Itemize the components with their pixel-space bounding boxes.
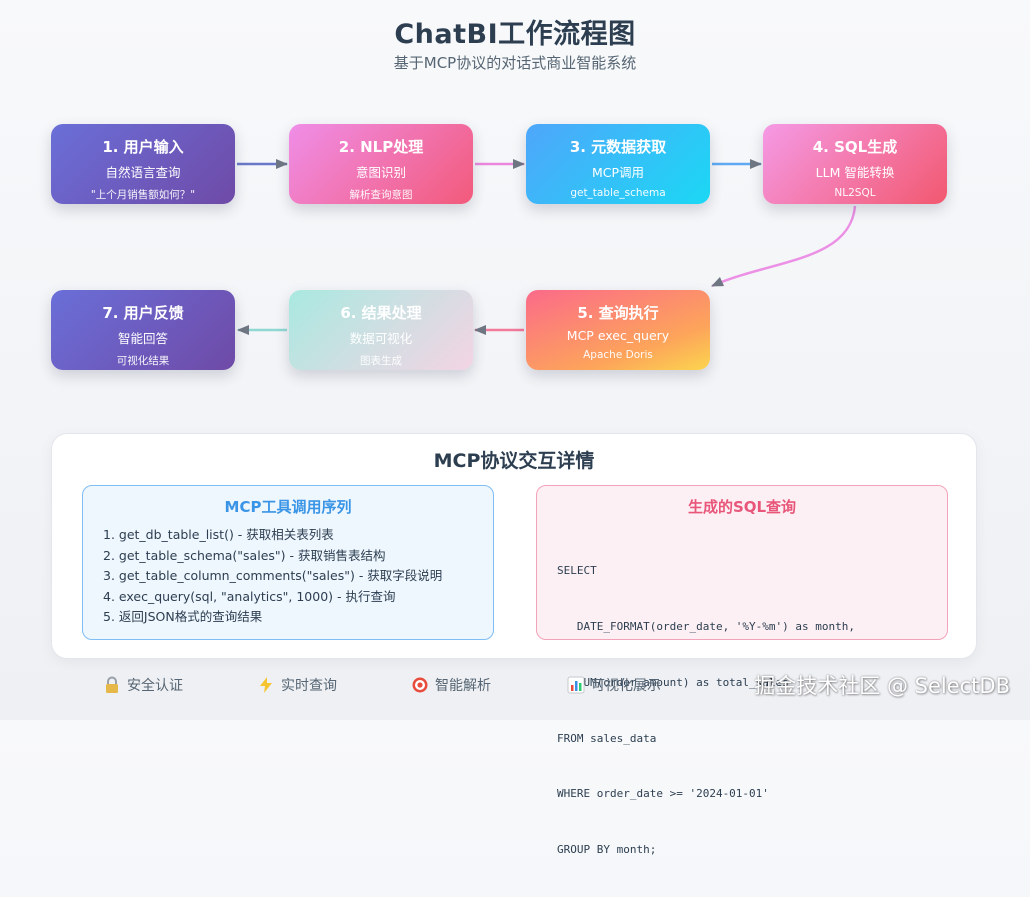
node-subtitle: 意图识别 (355, 165, 406, 180)
feature-label: 安全认证 (127, 678, 183, 694)
node-subtitle: LLM 智能转换 (815, 165, 895, 180)
node-note: NL2SQL (834, 187, 876, 199)
node-title: 5. 查询执行 (577, 304, 659, 322)
node-title: 6. 结果处理 (340, 304, 422, 322)
feature-parsing: 智能解析 (411, 675, 491, 695)
tool-step-list: 1. get_db_table_list() - 获取相关表列表 2. get_… (103, 525, 493, 628)
feature-label: 智能解析 (435, 678, 491, 694)
bar-chart-icon (567, 676, 585, 694)
sql-line: WHERE order_date >= '2024-01-01' (557, 787, 769, 801)
node-title: 7. 用户反馈 (102, 304, 184, 322)
flow-connectors (237, 159, 857, 335)
feature-label: 实时查询 (281, 678, 337, 694)
sql-query-box: 生成的SQL查询 SELECT DATE_FORMAT(order_date, … (536, 485, 948, 856)
node-title: 1. 用户输入 (102, 138, 184, 156)
feature-label: 可视化展示 (591, 678, 661, 694)
lock-icon (106, 676, 118, 693)
tool-step: 4. exec_query(sql, "analytics", 1000) - … (103, 588, 396, 604)
tool-step: 2. get_table_schema("sales") - 获取销售表结构 (103, 547, 386, 563)
panel-title: MCP协议交互详情 (433, 450, 595, 472)
node-title: 3. 元数据获取 (569, 138, 667, 156)
watermark: 掘金技术社区 @ SelectDB (754, 674, 1010, 698)
tool-sequence-title: MCP工具调用序列 (224, 498, 352, 516)
flow-node-sql-gen: 4. SQL生成 LLM 智能转换 NL2SQL (763, 124, 947, 204)
sql-code-block: SELECT DATE_FORMAT(order_date, '%Y-%m') … (557, 525, 947, 897)
tool-step: 3. get_table_column_comments("sales") - … (103, 568, 443, 583)
flow-node-nlp: 2. NLP处理 意图识别 解析查询意图 (289, 124, 473, 204)
flow-node-user-input: 1. 用户输入 自然语言查询 "上个月销售额如何？" (51, 124, 235, 204)
node-title: 2. NLP处理 (338, 138, 424, 156)
flow-node-feedback: 7. 用户反馈 智能回答 可视化结果 (51, 290, 235, 370)
sql-line: FROM sales_data (557, 731, 657, 745)
sql-line: GROUP BY month; (557, 843, 657, 857)
node-subtitle: 智能回答 (117, 331, 168, 346)
flow-node-result: 6. 结果处理 数据可视化 图表生成 (289, 290, 473, 370)
page-subtitle: 基于MCP协议的对话式商业智能系统 (393, 54, 637, 72)
node-title: 4. SQL生成 (812, 138, 898, 156)
feature-visualization: 可视化展示 (567, 675, 661, 695)
page-title: ChatBI工作流程图 (394, 19, 636, 50)
target-icon (412, 677, 428, 693)
flow-node-query-exec: 5. 查询执行 MCP exec_query Apache Doris (526, 290, 710, 370)
tool-sequence-box: MCP工具调用序列 1. get_db_table_list() - 获取相关表… (82, 485, 494, 640)
node-note: get_table_schema (570, 187, 666, 199)
feature-bar: 安全认证 实时查询 智能解析 可视化展示 (0, 675, 1030, 699)
node-note: 解析查询意图 (349, 189, 413, 201)
node-note: 图表生成 (360, 355, 402, 367)
sql-line: SELECT (557, 564, 597, 578)
sql-line: DATE_FORMAT(order_date, '%Y-%m') as mont… (557, 619, 856, 633)
sql-query-title: 生成的SQL查询 (687, 498, 797, 516)
node-note: "上个月销售额如何？" (90, 189, 196, 201)
node-subtitle: 自然语言查询 (105, 165, 181, 180)
node-subtitle: MCP exec_query (566, 328, 670, 343)
tool-step: 1. get_db_table_list() - 获取相关表列表 (103, 527, 334, 542)
feature-security: 安全认证 (103, 675, 183, 695)
node-note: 可视化结果 (116, 355, 170, 367)
arrow-4-to-5 (711, 205, 857, 288)
node-subtitle: MCP调用 (591, 165, 645, 180)
node-subtitle: 数据可视化 (349, 331, 413, 346)
mcp-detail-panel: MCP协议交互详情 MCP工具调用序列 1. get_db_table_list… (51, 433, 977, 856)
feature-realtime: 实时查询 (257, 675, 337, 695)
sql-line: SUM(order_amount) as total_sales (557, 675, 789, 689)
node-note: Apache Doris (583, 349, 653, 361)
flow-node-metadata: 3. 元数据获取 MCP调用 get_table_schema (526, 124, 710, 204)
lightning-icon (260, 677, 272, 693)
tool-step: 5. 返回JSON格式的查询结果 (103, 609, 263, 624)
